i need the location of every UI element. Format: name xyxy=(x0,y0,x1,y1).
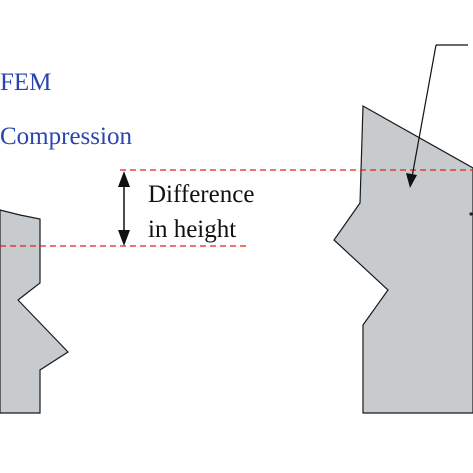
left-specimen-shape xyxy=(0,209,69,414)
compression-label: Compression xyxy=(0,123,132,150)
marker-dot xyxy=(469,212,473,216)
difference-label-line1: Difference xyxy=(148,181,254,208)
height-difference-arrow xyxy=(118,171,130,246)
fem-label: FEM xyxy=(0,69,51,96)
difference-label-line2: in height xyxy=(148,216,236,243)
leader-arrow xyxy=(406,44,468,188)
right-specimen-shape xyxy=(333,104,473,414)
